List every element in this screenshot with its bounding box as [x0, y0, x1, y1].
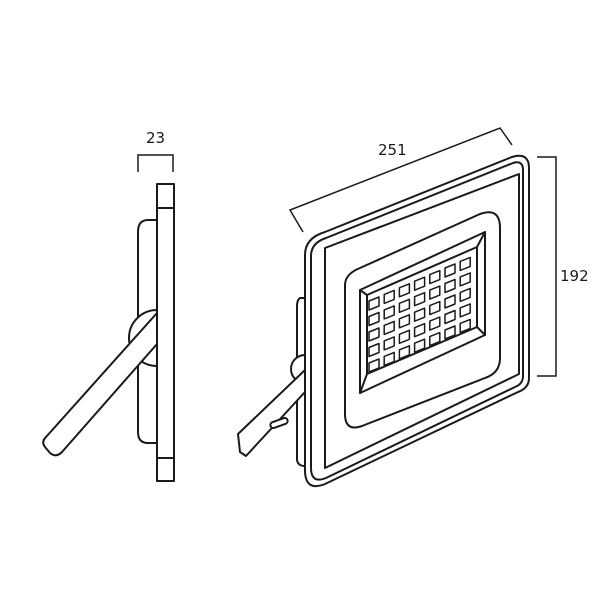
led-chip: [383, 336, 395, 351]
height-dimension-line: [537, 156, 557, 377]
led-grid: [368, 256, 471, 373]
width-label: 251: [378, 141, 407, 159]
led-chip: [429, 269, 441, 285]
led-chip: [429, 331, 441, 347]
side-bracket-arm: [42, 312, 158, 457]
led-chip: [383, 320, 395, 336]
led-chip: [444, 325, 456, 340]
led-chip: [368, 296, 380, 311]
side-body: [156, 183, 175, 482]
led-chip: [413, 307, 426, 322]
led-chip: [459, 318, 471, 334]
front-view: [237, 127, 557, 488]
led-chip: [398, 298, 411, 314]
led-chip: [398, 283, 411, 298]
led-chip: [459, 256, 471, 272]
led-chip: [459, 287, 471, 303]
led-chip: [368, 327, 380, 342]
led-chip: [429, 300, 441, 316]
led-chip: [444, 278, 456, 294]
led-chip: [398, 314, 411, 329]
led-chip: [413, 276, 426, 291]
led-panel-inner: [359, 231, 486, 394]
front-outer-inset: [310, 161, 524, 481]
led-chip: [383, 305, 395, 320]
led-chip: [383, 289, 395, 305]
led-chip: [398, 329, 411, 345]
led-chip: [368, 311, 380, 327]
front-bracket-arm: [237, 369, 306, 457]
led-chip: [429, 285, 441, 300]
height-label: 192: [560, 267, 589, 285]
led-chip: [429, 316, 441, 331]
led-chip: [413, 291, 426, 307]
led-chip: [459, 303, 471, 318]
led-chip: [368, 358, 380, 373]
front-window: [344, 211, 501, 429]
front-inner-frame: [324, 173, 520, 469]
led-chip: [383, 351, 395, 367]
bracket-slot: [269, 416, 289, 430]
led-chip: [444, 309, 456, 325]
side-view: [42, 154, 175, 482]
led-chip: [444, 294, 456, 309]
led-chip: [459, 272, 471, 287]
led-chip: [398, 345, 411, 360]
led-chip: [368, 342, 380, 358]
depth-dimension-line: [137, 154, 174, 172]
width-dimension-line: [288, 127, 513, 233]
led-chip: [413, 338, 426, 353]
depth-label: 23: [146, 129, 166, 147]
led-chip: [444, 263, 456, 278]
led-chip: [413, 322, 426, 338]
